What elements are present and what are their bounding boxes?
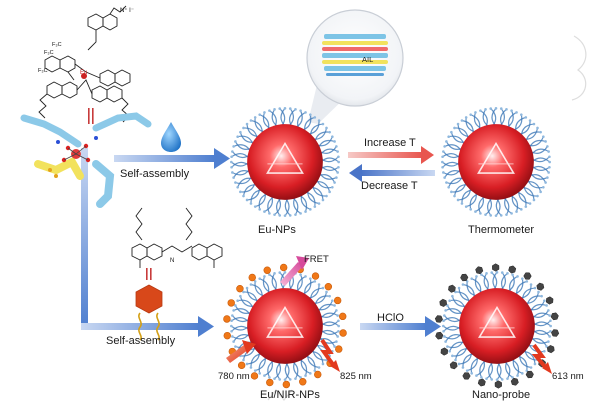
nir-dye-structure bbox=[131, 207, 223, 268]
nano-probe-label: Nano-probe bbox=[472, 389, 531, 401]
cf3-label-2: F₃C bbox=[52, 42, 62, 48]
nir-dye-hexagon-icon bbox=[135, 284, 163, 341]
thermometer-particle bbox=[441, 107, 551, 217]
ail-magnifier bbox=[306, 9, 404, 124]
self-assembly-arrow-top bbox=[114, 148, 230, 169]
vertical-flow-arrow bbox=[81, 148, 88, 328]
eu-complex-structure bbox=[38, 5, 131, 123]
emission-613-arrow bbox=[531, 343, 552, 374]
ail-label: AIL bbox=[362, 55, 374, 64]
water-drop-icon bbox=[161, 122, 181, 152]
increase-t-label: Increase T bbox=[364, 137, 416, 149]
self-assembly-arrow-bottom bbox=[81, 316, 214, 337]
decrease-t-arrow bbox=[349, 164, 435, 182]
equivalence-mark-bottom bbox=[146, 268, 152, 280]
eu-nir-nps-label: Eu/NIR-NPs bbox=[260, 389, 320, 401]
increase-t-arrow bbox=[348, 146, 434, 164]
ail-layered-stack bbox=[322, 34, 388, 76]
fret-label: FRET bbox=[304, 254, 329, 265]
nano-probe-particle bbox=[434, 263, 560, 389]
ammonium-iodide-label: N⁺ I⁻ bbox=[120, 7, 134, 14]
self-assembly-label-top: Self-assembly bbox=[120, 168, 190, 180]
eu-center-dot bbox=[81, 73, 87, 79]
hclo-label: HClO bbox=[377, 312, 404, 324]
particles-layer bbox=[223, 107, 560, 389]
watermark-marks bbox=[267, 35, 587, 401]
cf3-label-3: F₃C bbox=[38, 68, 48, 74]
self-assembly-label-bottom: Self-assembly bbox=[106, 335, 176, 347]
eu-nps-particle bbox=[230, 107, 340, 217]
wavelength-780-label: 780 nm bbox=[218, 371, 250, 382]
hclo-arrow bbox=[360, 316, 441, 337]
eu-nir-nps-particle bbox=[223, 263, 347, 389]
wavelength-825-label: 825 nm bbox=[340, 371, 372, 382]
cf3-label-1: F₃C bbox=[44, 50, 54, 56]
thermometer-label: Thermometer bbox=[468, 224, 535, 236]
fret-arrow bbox=[280, 256, 309, 286]
nir-dye-n-label: N bbox=[170, 258, 174, 264]
equivalence-mark-top bbox=[88, 108, 94, 124]
eu-atom-label: Eu bbox=[80, 70, 87, 76]
wavelength-613-label: 613 nm bbox=[552, 371, 584, 382]
eu-complex-3d-model bbox=[20, 112, 152, 208]
decrease-t-label: Decrease T bbox=[361, 180, 418, 192]
eu-nps-label: Eu-NPs bbox=[258, 224, 296, 236]
excitation-780-arrow bbox=[226, 340, 256, 363]
emission-825-arrow bbox=[320, 338, 340, 372]
